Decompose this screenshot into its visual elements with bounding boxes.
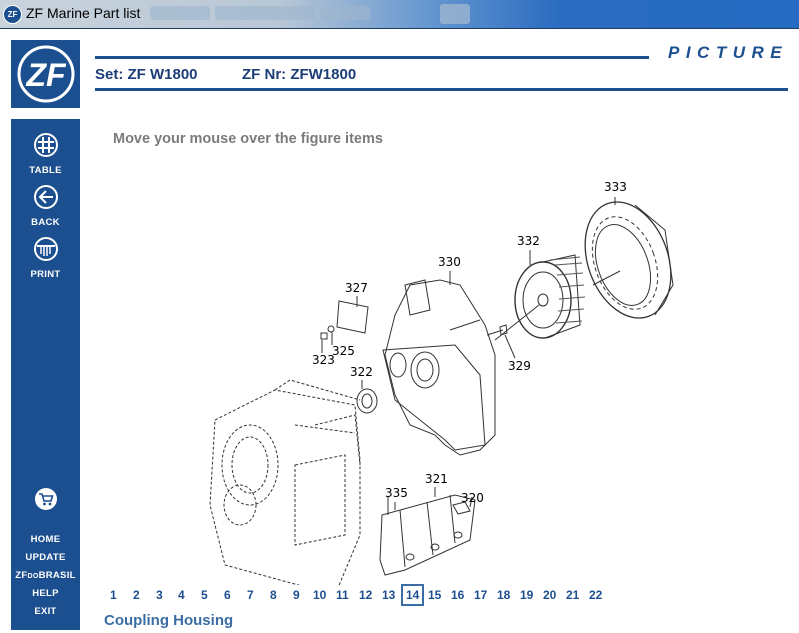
- background-window-blur: [440, 4, 470, 24]
- instruction-text: Move your mouse over the figure items: [113, 131, 383, 147]
- zf-app-icon: ZF: [3, 5, 22, 24]
- page-link-5[interactable]: 5: [201, 588, 208, 602]
- sidebar-link-help[interactable]: HELP: [32, 588, 59, 599]
- ring-333-shape: [584, 201, 672, 319]
- callout-327[interactable]: 327: [345, 281, 368, 295]
- page-link-19[interactable]: 19: [520, 588, 534, 602]
- page-link-12[interactable]: 12: [359, 588, 373, 602]
- page-link-20[interactable]: 20: [543, 588, 557, 602]
- sidebar-item-label: PRINT: [30, 269, 61, 280]
- part-number-label: ZF Nr: ZFW1800: [242, 66, 357, 83]
- callout-333[interactable]: 333: [604, 180, 627, 194]
- cover-327-shape: [336, 300, 369, 334]
- svg-text:ZF: ZF: [25, 57, 67, 93]
- sidebar-item-back[interactable]: BACK: [11, 184, 80, 228]
- sidebar-item-label: BACK: [31, 217, 60, 228]
- seal-322-shape: [356, 388, 378, 414]
- bolt-323-shape: [320, 332, 328, 340]
- callout-325[interactable]: 325: [332, 344, 355, 358]
- page-link-10[interactable]: 10: [313, 588, 327, 602]
- sidebar-item-table[interactable]: TABLE: [11, 132, 80, 176]
- window-titlebar: ZF ZF Marine Part list: [0, 0, 799, 29]
- header-rule-top: [95, 56, 649, 59]
- table-grid-icon: [33, 133, 58, 157]
- bolt-320-shape: [452, 501, 471, 515]
- callout-321[interactable]: 321: [425, 472, 448, 486]
- coupling-housing-drawing: [209, 197, 674, 585]
- page-link-18[interactable]: 18: [497, 588, 511, 602]
- zf-logo: ZF: [11, 40, 80, 108]
- housing-330-shape: [384, 279, 496, 456]
- zf-logo-icon: ZF: [17, 45, 74, 103]
- callout-335[interactable]: 335: [385, 486, 408, 500]
- exploded-parts-figure: 333 332 330 327 325 323 329 322 321 335 …: [195, 175, 705, 585]
- background-window-blur: [150, 6, 210, 20]
- page-link-7[interactable]: 7: [247, 588, 254, 602]
- page-link-4[interactable]: 4: [178, 588, 185, 602]
- callout-320[interactable]: 320: [461, 491, 484, 505]
- background-window-blur: [215, 6, 315, 20]
- callout-329[interactable]: 329: [508, 359, 531, 373]
- shopping-cart-icon: [34, 488, 57, 510]
- callout-332[interactable]: 332: [517, 234, 540, 248]
- page-link-22[interactable]: 22: [589, 588, 603, 602]
- sidebar-link-home[interactable]: HOME: [30, 534, 61, 545]
- page-link-13[interactable]: 13: [382, 588, 396, 602]
- header-rule-bottom: [95, 88, 788, 91]
- set-label: Set: ZF W1800: [95, 66, 198, 83]
- link-text-suffix: BRASIL: [38, 570, 76, 581]
- sidebar-item-print[interactable]: PRINT: [11, 236, 80, 280]
- section-title: Coupling Housing: [104, 612, 234, 629]
- background-window-blur: [320, 6, 370, 20]
- page-link-8[interactable]: 8: [270, 588, 277, 602]
- page-link-16[interactable]: 16: [451, 588, 465, 602]
- callout-322[interactable]: 322: [350, 365, 373, 379]
- view-mode-label: PICTURE: [668, 43, 789, 62]
- washer-325-shape: [327, 325, 335, 333]
- page-link-17[interactable]: 17: [474, 588, 488, 602]
- sidebar-item-label: TABLE: [29, 165, 62, 176]
- link-text-small: DO: [27, 573, 39, 580]
- sidebar-link-update[interactable]: UPDATE: [25, 552, 66, 563]
- page-link-6[interactable]: 6: [224, 588, 231, 602]
- sidebar: TABLE BACK PRINT HOME UPDATE ZFDOBRAS: [11, 119, 80, 630]
- page-link-14-current[interactable]: 14: [401, 584, 425, 606]
- page-link-15[interactable]: 15: [428, 588, 442, 602]
- callout-323[interactable]: 323: [312, 353, 335, 367]
- page-link-11[interactable]: 11: [336, 588, 349, 602]
- page-link-3[interactable]: 3: [156, 588, 163, 602]
- bolt-329-shape: [486, 324, 508, 336]
- bracket-321-shape: [379, 494, 476, 576]
- page-link-21[interactable]: 21: [566, 588, 580, 602]
- page-link-2[interactable]: 2: [133, 588, 140, 602]
- link-text-prefix: ZF: [15, 570, 28, 581]
- sidebar-link-exit[interactable]: EXIT: [34, 606, 57, 617]
- back-arrow-icon: [33, 185, 58, 209]
- cart-button[interactable]: [11, 487, 80, 516]
- callout-330[interactable]: 330: [438, 255, 461, 269]
- print-icon: [33, 237, 58, 261]
- sidebar-link-zf-do-brasil[interactable]: ZFDOBRASIL: [11, 570, 80, 581]
- gearbox-body-outline: [209, 379, 361, 585]
- page-link-9[interactable]: 9: [293, 588, 300, 602]
- page-link-1[interactable]: 1: [110, 588, 117, 602]
- window-title: ZF Marine Part list: [26, 5, 141, 21]
